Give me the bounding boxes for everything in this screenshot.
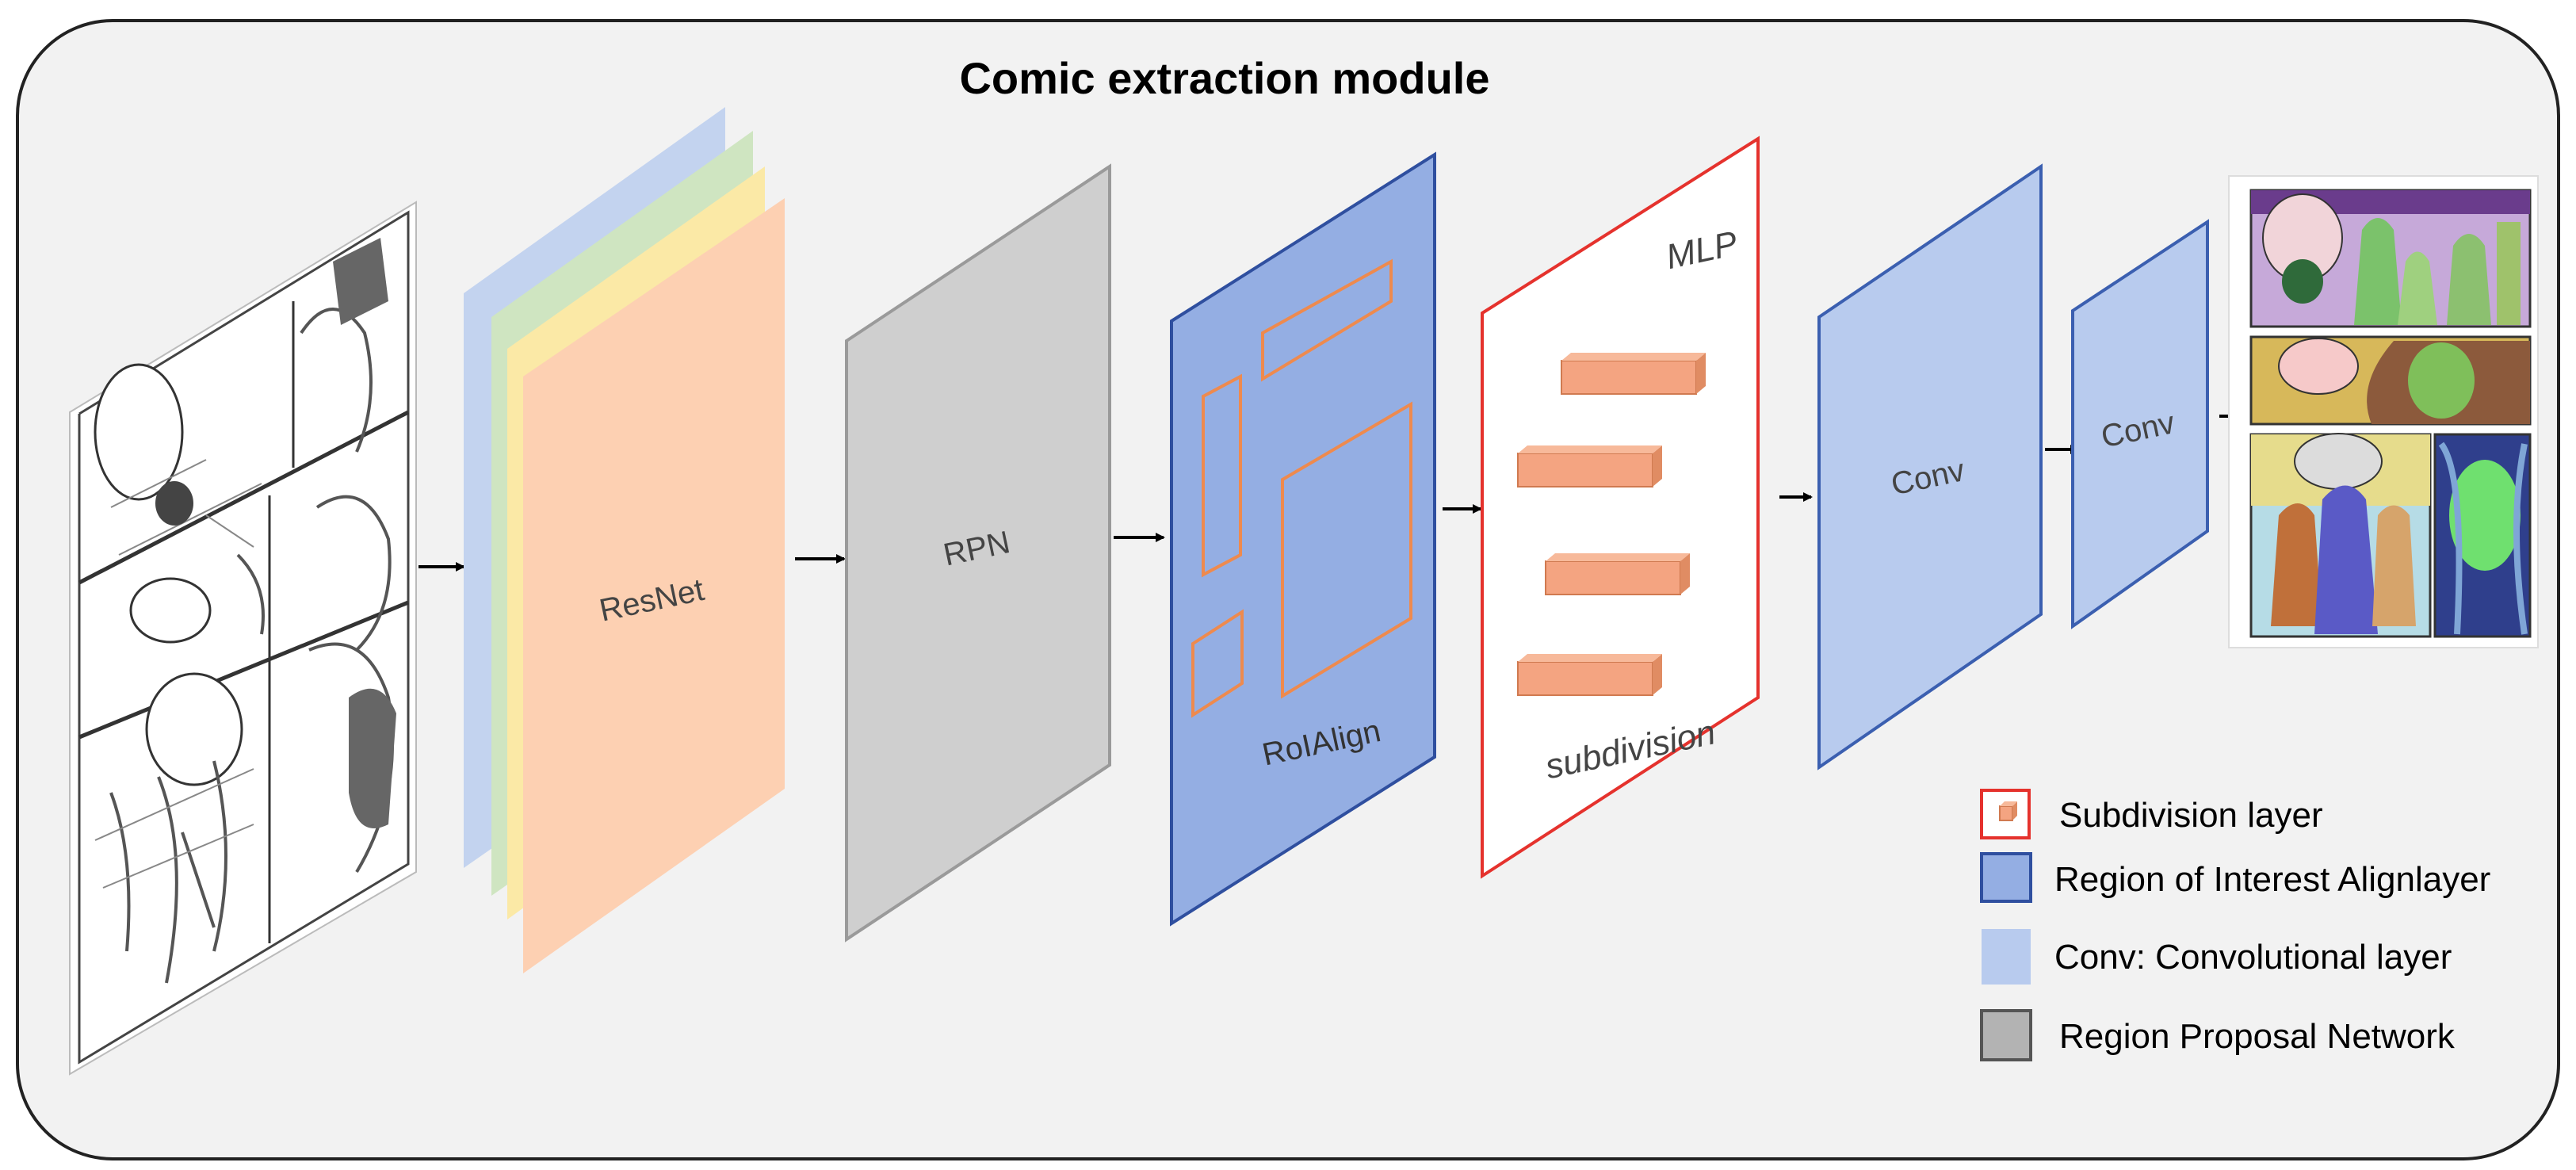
legend-label-roi: Region of Interest Alignlayer [2054,860,2490,899]
legend-item-subdivision: Subdivision layer [1980,789,2323,839]
diagram-title: Comic extraction module [959,53,1489,103]
mlp-bars [1517,353,1706,696]
legend-item-roi: Region of Interest Alignlayer [1980,852,2490,903]
legend-label-conv: Conv: Convolutional layer [2054,938,2452,977]
legend-label-rpn: Region Proposal Network [2059,1017,2456,1056]
legend-item-rpn: Region Proposal Network [1980,1009,2456,1061]
input-comic-page [69,201,417,1076]
resnet-stack [464,107,785,973]
roi-boxes [1191,258,1412,718]
roialign-block [1170,151,1436,927]
conv-block-2 [2071,219,2209,629]
legend-item-conv: Conv: Convolutional layer [1982,929,2452,985]
conv-block-1 [1817,163,2043,770]
legend: Subdivision layer Region of Interest Ali… [1980,789,2490,1061]
output-comic-page [2228,175,2539,648]
legend-label-subdivision: Subdivision layer [2059,796,2323,835]
rpn-block [845,163,1111,942]
